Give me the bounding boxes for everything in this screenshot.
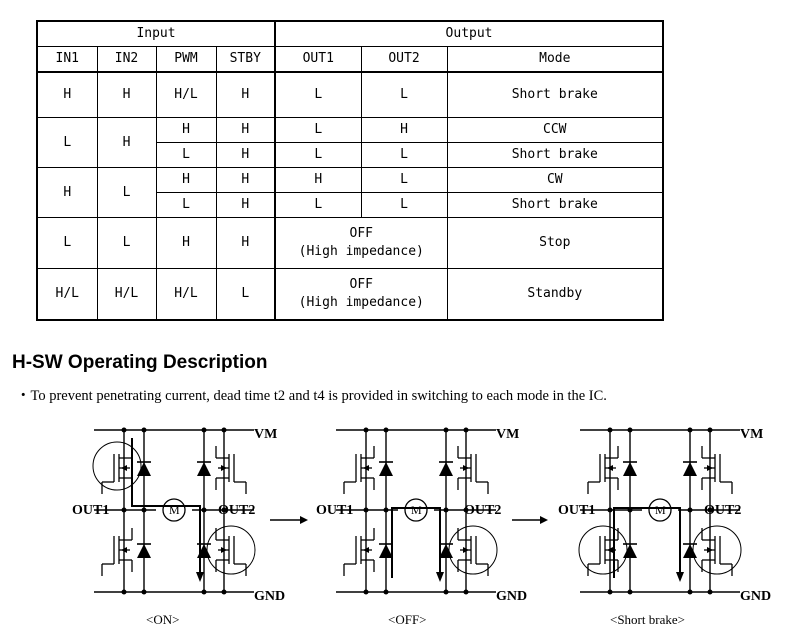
cell-stby: H	[215, 142, 276, 168]
cell-stby: H	[215, 71, 276, 118]
cell-pwm: L	[155, 192, 217, 218]
cell-out2: H	[360, 117, 448, 143]
bridge-off: VM GND OUT1 OUT2 M <OFF>	[316, 427, 527, 627]
arrow-icon	[270, 516, 308, 524]
cell-out1: L	[274, 71, 362, 118]
bridge-short-brake: VM GND OUT1 OUT2 M <Short brake>	[558, 427, 771, 627]
cell-pwm: H/L	[155, 71, 217, 118]
cell-out1: H	[274, 167, 362, 193]
cell-in2: H/L	[96, 268, 157, 321]
table-row: L L H H OFF (High impedance) Stop	[36, 217, 664, 269]
gnd-label: GND	[740, 589, 771, 604]
cell-mode: Short brake	[446, 142, 664, 168]
cell-in1: L	[36, 217, 98, 269]
cell-out1: L	[274, 192, 362, 218]
cell-stby: H	[215, 192, 276, 218]
cell-in2: H	[96, 71, 157, 118]
col-header-stby: STBY	[215, 46, 276, 73]
motor-label: M	[169, 503, 180, 517]
cell-pwm: H/L	[155, 268, 217, 321]
out2-label: OUT2	[704, 503, 741, 518]
col-header-out2: OUT2	[360, 46, 448, 73]
section-title: H-SW Operating Description	[12, 352, 268, 373]
cell-pwm: H	[155, 167, 217, 193]
vm-label: VM	[254, 427, 277, 442]
off-label: OFF	[349, 277, 373, 292]
high-impedance-label: (High impedance)	[298, 244, 424, 259]
vm-label: VM	[740, 427, 763, 442]
off-label: OFF	[349, 226, 373, 241]
table-row: H H H/L H L L Short brake	[36, 71, 664, 118]
cell-stby: H	[215, 117, 276, 143]
table-row: L H L L Short brake	[37, 192, 664, 218]
motor-label: M	[655, 503, 666, 517]
output-group-header: Output	[274, 20, 664, 47]
cell-in1: H/L	[36, 268, 98, 321]
col-header-in2: IN2	[96, 46, 157, 73]
cell-mode: CW	[446, 167, 664, 193]
high-impedance-label: (High impedance)	[298, 295, 424, 310]
cell-output-off: OFF (High impedance)	[274, 217, 448, 269]
cell-pwm: H	[155, 217, 217, 269]
cell-mode: Short brake	[446, 71, 664, 118]
input-group-header: Input	[36, 20, 276, 47]
cell-in2: L	[96, 167, 157, 218]
col-header-pwm: PWM	[155, 46, 217, 73]
cell-mode: Standby	[446, 268, 664, 321]
cell-out2: L	[360, 142, 448, 168]
gnd-label: GND	[254, 589, 285, 604]
cell-pwm: L	[155, 142, 217, 168]
cell-out2: L	[360, 71, 448, 118]
cell-stby: H	[215, 167, 276, 193]
col-header-out1: OUT1	[274, 46, 362, 73]
col-header-mode: Mode	[446, 46, 664, 73]
cell-stby: H	[215, 217, 276, 269]
truth-table: Input Output IN1 IN2 PWM STBY OUT1 OUT2 …	[36, 20, 665, 321]
cell-in2: H	[96, 117, 157, 168]
cell-stby: L	[215, 268, 276, 321]
cell-pwm: H	[155, 117, 217, 143]
arrow-icon	[512, 516, 548, 524]
out1-label: OUT1	[72, 503, 109, 518]
cell-out1: L	[274, 142, 362, 168]
cell-in1: H	[36, 71, 98, 118]
cell-out2: L	[360, 167, 448, 193]
cell-in1: H	[36, 167, 98, 218]
dead-time-note: ・To prevent penetrating current, dead ti…	[16, 388, 607, 404]
table-row: H L H H H L CW	[36, 167, 664, 218]
out1-label: OUT1	[558, 503, 595, 518]
vm-label: VM	[496, 427, 519, 442]
cell-mode: CCW	[446, 117, 664, 143]
table-row: L H L L Short brake	[37, 142, 664, 168]
gnd-label: GND	[496, 589, 527, 604]
out2-label: OUT2	[218, 503, 255, 518]
cell-in1: L	[36, 117, 98, 168]
cell-in2: L	[96, 217, 157, 269]
cell-mode: Short brake	[446, 192, 664, 218]
col-header-in1: IN1	[36, 46, 98, 73]
caption-short-brake: <Short brake>	[610, 612, 685, 627]
cell-mode: Stop	[446, 217, 664, 269]
caption-on: <ON>	[146, 612, 179, 627]
bridge-on: VM GND OUT1 OUT2 M <ON>	[72, 427, 285, 627]
cell-out1: L	[274, 117, 362, 143]
caption-off: <OFF>	[388, 612, 427, 627]
table-row: L H H H L H CCW	[36, 117, 664, 168]
out1-label: OUT1	[316, 503, 353, 518]
cell-output-off: OFF (High impedance)	[274, 268, 448, 321]
out2-label: OUT2	[464, 503, 501, 518]
cell-out2: L	[360, 192, 448, 218]
h-bridge-diagrams: VM GND OUT1 OUT2 M <ON> VM GND OUT1 OUT2…	[72, 410, 771, 627]
table-row: H/L H/L H/L L OFF (High impedance) Stand…	[36, 268, 664, 321]
motor-label: M	[411, 503, 422, 517]
